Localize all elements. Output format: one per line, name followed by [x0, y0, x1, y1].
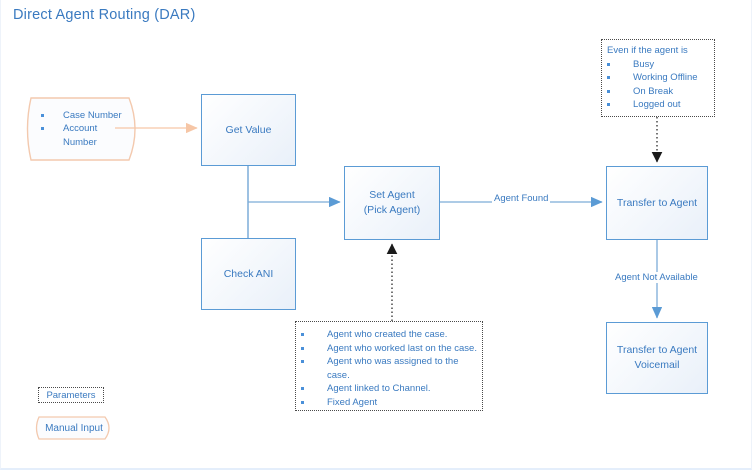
parameter-list: Case Number Account Number — [41, 109, 122, 150]
manual-input-parameters-content: Case Number Account Number — [23, 94, 161, 164]
node-transfer-to-agent-label: Transfer to Agent — [616, 196, 698, 209]
note-agent-selection-list: Agent who created the case. Agent who wo… — [301, 328, 477, 409]
node-transfer-to-agent[interactable]: Transfer to Agent — [606, 166, 708, 240]
list-item: Account Number — [41, 122, 103, 149]
list-item: Agent who was assigned to the — [301, 355, 477, 369]
note-agent-state: Even if the agent is Busy Working Offlin… — [601, 39, 715, 117]
bullet-icon — [41, 113, 44, 117]
bullet-icon — [607, 76, 610, 79]
page-title: Direct Agent Routing (DAR) — [13, 7, 196, 23]
bullet-icon — [607, 89, 610, 93]
manual-input-parameters-shape: Case Number Account Number — [23, 94, 143, 164]
list-item: Busy — [607, 58, 709, 72]
bullet-icon — [607, 62, 610, 66]
legend-manual-input-outline — [35, 416, 110, 440]
node-set-agent[interactable]: Set Agent (Pick Agent) — [344, 166, 440, 240]
edge-label-agent-found: Agent Found — [492, 193, 551, 204]
node-get-value[interactable]: Get Value — [201, 94, 296, 166]
node-set-agent-label-line1: Set Agent — [369, 189, 415, 201]
list-item-continuation: case. — [327, 369, 350, 381]
node-set-agent-label-line2: (Pick Agent) — [363, 204, 421, 216]
node-transfer-to-agent-voicemail-label-line2: Voicemail — [634, 359, 680, 371]
legend-parameters-label: Parameters — [46, 389, 96, 401]
legend-parameters: Parameters — [38, 387, 104, 403]
node-transfer-to-agent-voicemail-label-line1: Transfer to Agent — [616, 344, 698, 356]
node-check-ani[interactable]: Check ANI — [201, 238, 296, 310]
list-item: Agent who worked last on the case. — [301, 342, 477, 356]
node-check-ani-label: Check ANI — [223, 267, 274, 280]
bullet-icon — [301, 360, 304, 363]
list-item: On Break — [607, 85, 709, 99]
list-item: Agent who created the case. — [301, 328, 477, 342]
bullet-icon — [607, 103, 610, 106]
bullet-icon — [301, 333, 304, 336]
edge-label-agent-not-available: Agent Not Available — [613, 272, 700, 283]
list-item: Working Offline — [607, 71, 709, 85]
legend-manual-input: Manual Input — [33, 415, 115, 441]
note-agent-state-list: Busy Working Offline On Break Logged out — [607, 58, 709, 112]
list-item: Agent linked to Channel. — [301, 382, 477, 396]
bullet-icon — [301, 346, 304, 350]
legend-manual-input-label: Manual Input — [45, 422, 103, 434]
note-agent-selection: Agent who created the case. Agent who wo… — [295, 321, 483, 411]
bullet-icon — [301, 387, 304, 390]
bullet-icon — [41, 127, 44, 131]
manual-input-outline — [26, 97, 136, 161]
node-transfer-to-agent-voicemail[interactable]: Transfer to Agent Voicemail — [606, 322, 708, 394]
list-item: Logged out — [607, 98, 709, 112]
list-item: Case Number — [41, 109, 122, 123]
node-get-value-label: Get Value — [225, 123, 272, 136]
bullet-icon — [301, 400, 304, 404]
list-item: Fixed Agent — [301, 396, 477, 410]
note-agent-state-heading: Even if the agent is — [607, 45, 688, 56]
